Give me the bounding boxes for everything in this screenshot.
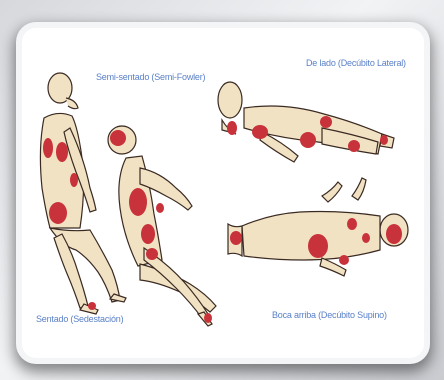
label-sitting: Sentado (Sedestación) [36, 314, 123, 324]
lateral-figure [218, 82, 394, 162]
label-supine: Boca arriba (Decúbito Supino) [272, 310, 387, 320]
semi-fowler-figure [108, 126, 216, 326]
body-positions-illustration [22, 28, 424, 358]
supine-figure [228, 178, 408, 276]
label-lateral: De lado (Decúbito Lateral) [306, 58, 406, 68]
label-semi-fowler: Semi-sentado (Semi-Fowler) [96, 72, 205, 82]
illustration-card: Semi-sentado (Semi-Fowler) De lado (Decú… [22, 28, 424, 358]
sitting-figure [40, 73, 126, 314]
